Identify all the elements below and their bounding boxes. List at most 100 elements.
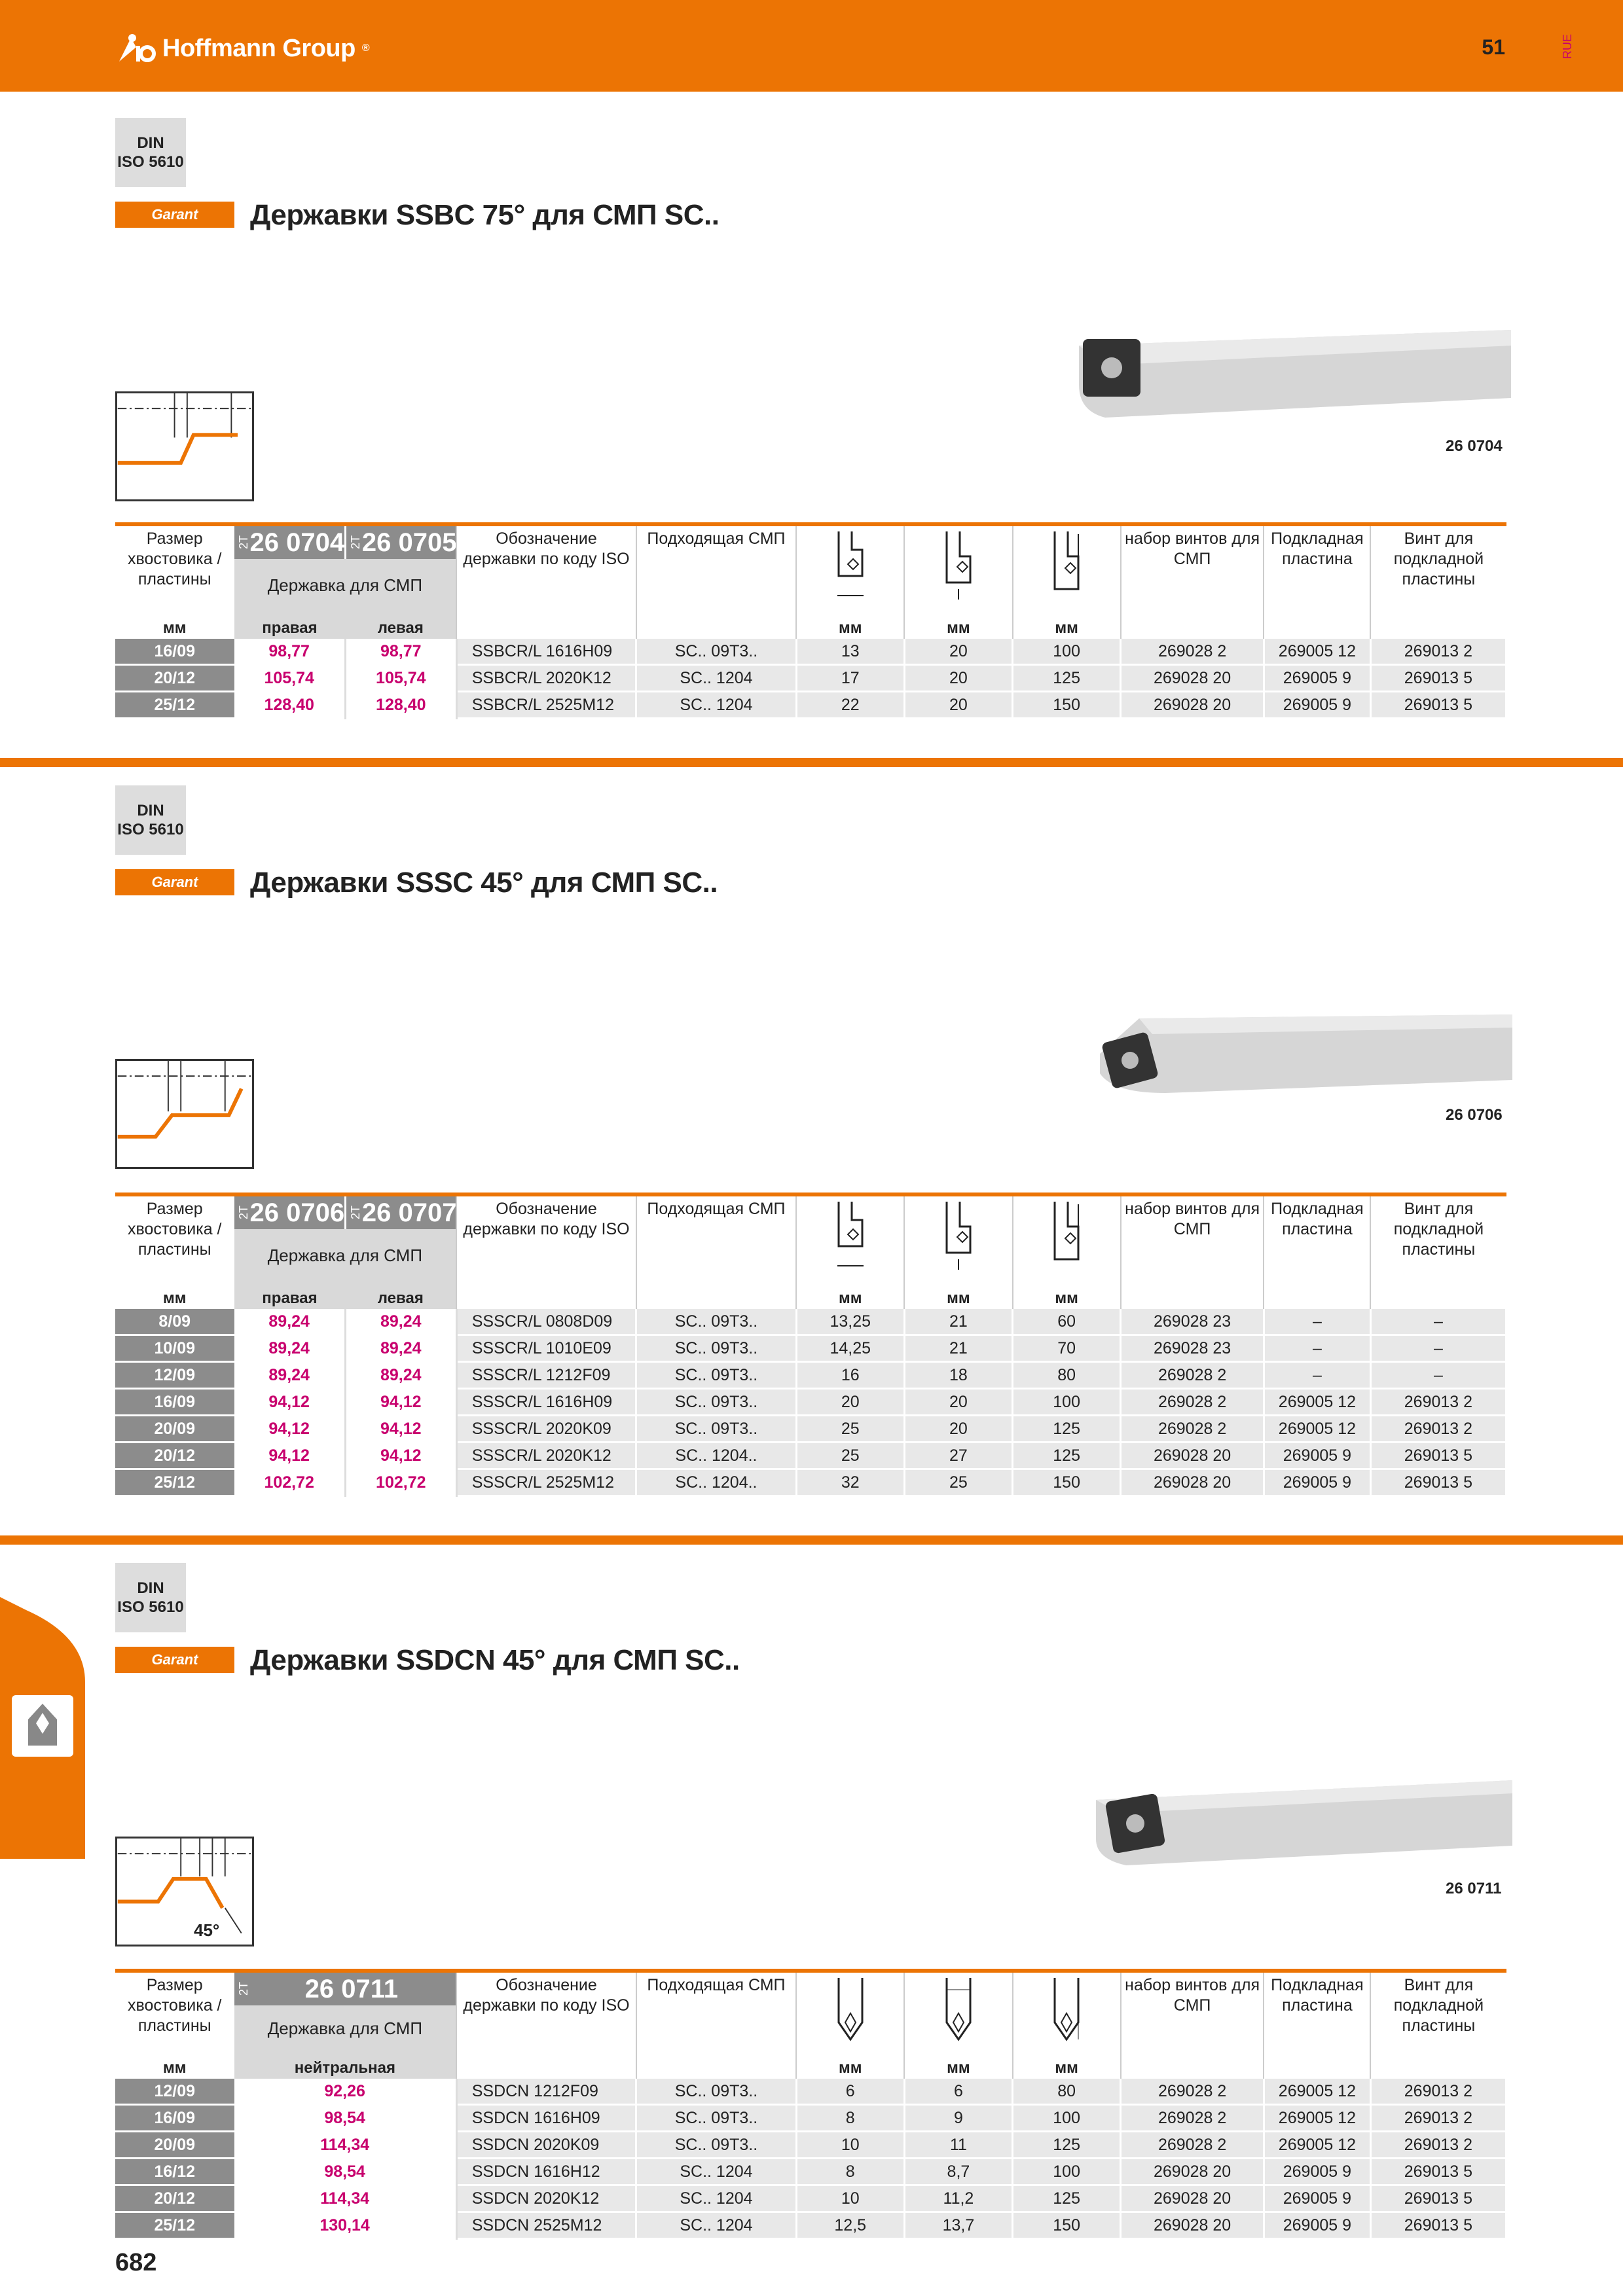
value-cell: 269028 23 — [1120, 1309, 1265, 1336]
value-cell: 269028 2 — [1120, 2104, 1265, 2132]
value-cell: SC.. 09T3.. — [636, 639, 797, 666]
price-cell: 89,24 — [234, 1361, 346, 1390]
price-cell: 94,12 — [345, 1388, 458, 1416]
value-cell: 269028 2 — [1120, 639, 1265, 666]
price-cell: 89,24 — [345, 1309, 458, 1336]
value-cell: 25 — [904, 1469, 1014, 1497]
din-badge: DIN ISO 5610 — [115, 118, 186, 187]
value-cell: SC.. 09T3.. — [636, 1415, 797, 1443]
value-cell: 269013 2 — [1370, 2104, 1508, 2132]
page-number: 682 — [115, 2249, 157, 2276]
value-cell: 20 — [904, 1388, 1014, 1416]
value-cell: 125 — [1012, 2185, 1122, 2213]
price-cell: 94,12 — [234, 1388, 346, 1416]
column-header: Подкладная пластина — [1263, 522, 1371, 611]
value-cell: 269013 5 — [1370, 691, 1508, 719]
price-cell: 98,77 — [345, 639, 458, 666]
value-cell: 8 — [796, 2158, 905, 2186]
value-cell: SC.. 1204 — [636, 2185, 797, 2213]
value-cell: 269013 2 — [1370, 1415, 1508, 1443]
iso-code-cell: SSSCR/L 1212F09 — [456, 1361, 638, 1390]
value-cell: 269013 2 — [1370, 2079, 1508, 2106]
price-cell: 128,40 — [345, 691, 458, 719]
value-cell: 125 — [1012, 1442, 1122, 1470]
price-cell: 98,77 — [234, 639, 346, 666]
value-cell: 25 — [796, 1415, 905, 1443]
column-header: набор винтов для СМП — [1120, 522, 1264, 611]
dimension-icon — [1012, 522, 1121, 611]
size-cell: 20/09 — [115, 2131, 234, 2159]
section-title: Державки SSDCN 45° для СМП SC.. — [250, 1644, 740, 1676]
value-cell: 269005 12 — [1264, 2079, 1372, 2106]
dimension-icon — [903, 1969, 1013, 2051]
value-cell: 150 — [1012, 2212, 1122, 2240]
value-cell: SC.. 09T3.. — [636, 2131, 797, 2159]
iso-code-cell: SSDCN 1616H12 — [456, 2158, 638, 2186]
price-cell: 128,40 — [234, 691, 346, 719]
price-cell: 92,26 — [234, 2079, 458, 2106]
value-cell: 6 — [796, 2079, 905, 2106]
price-cell: 94,12 — [345, 1442, 458, 1470]
value-cell: 100 — [1012, 1388, 1122, 1416]
value-cell: 20 — [904, 1415, 1014, 1443]
dimension-icon — [795, 1193, 905, 1282]
size-cell: 8/09 — [115, 1309, 234, 1336]
size-cell: 16/09 — [115, 1388, 234, 1416]
size-cell: 20/12 — [115, 1442, 234, 1470]
profile-schematic — [115, 391, 254, 501]
column-header: Обозначение державки по коду ISO — [456, 1969, 636, 2051]
size-cell: 20/09 — [115, 1415, 234, 1443]
unit-label: мм — [162, 1289, 187, 1307]
value-cell: 60 — [1012, 1309, 1122, 1336]
value-cell: 269028 20 — [1120, 2185, 1265, 2213]
iso-code-cell: SSSCR/L 1616H09 — [456, 1388, 638, 1416]
value-cell: 17 — [796, 664, 905, 692]
price-cell: 89,24 — [234, 1335, 346, 1363]
price-cell: 89,24 — [345, 1335, 458, 1363]
value-cell: 13 — [796, 639, 905, 666]
unit-label: мм — [162, 619, 187, 637]
image-caption: 26 0711 — [1446, 1880, 1502, 1897]
value-cell: 269028 20 — [1120, 1442, 1265, 1470]
value-cell: – — [1264, 1361, 1372, 1390]
iso-code-cell: SSSCR/L 2525M12 — [456, 1469, 638, 1497]
language-code: RUE — [1561, 34, 1574, 60]
value-cell: 27 — [904, 1442, 1014, 1470]
iso-code-cell: SSBCR/L 2525M12 — [456, 691, 638, 719]
value-cell: 269028 2 — [1120, 2131, 1265, 2159]
column-header: Обозначение державки по коду ISO — [456, 522, 636, 611]
value-cell: SC.. 09T3.. — [636, 2079, 797, 2106]
hand-neutral-label: нейтральная — [234, 2051, 457, 2079]
value-cell: SC.. 09T3.. — [636, 1309, 797, 1336]
column-header: Обозначение державки по коду ISO — [456, 1193, 636, 1282]
unit-label: мм — [162, 2059, 187, 2077]
turning-tool-icon — [12, 1695, 73, 1757]
value-cell: 269028 2 — [1120, 1388, 1265, 1416]
size-cell: 20/12 — [115, 2185, 234, 2213]
value-cell: 269028 20 — [1120, 2158, 1265, 2186]
price-cell: 105,74 — [345, 664, 458, 692]
iso-code-cell: SSDCN 2020K12 — [456, 2185, 638, 2213]
value-cell: 269005 9 — [1264, 2212, 1372, 2240]
value-cell: 70 — [1012, 1335, 1122, 1363]
value-cell: 20 — [904, 639, 1014, 666]
value-cell: – — [1264, 1335, 1372, 1363]
brand-logo: Hoffmann Group® — [117, 30, 370, 67]
size-cell: 25/12 — [115, 2212, 234, 2240]
dimension-icon — [903, 1193, 1013, 1282]
value-cell: 16 — [796, 1361, 905, 1390]
value-cell: 269013 5 — [1370, 2185, 1508, 2213]
din-badge: DIN ISO 5610 — [115, 1563, 186, 1632]
column-header: Размер хвостовика / пластины — [115, 1193, 234, 1282]
tool-holder-photo — [1100, 1014, 1512, 1093]
iso-code-cell: SSBCR/L 2020K12 — [456, 664, 638, 692]
